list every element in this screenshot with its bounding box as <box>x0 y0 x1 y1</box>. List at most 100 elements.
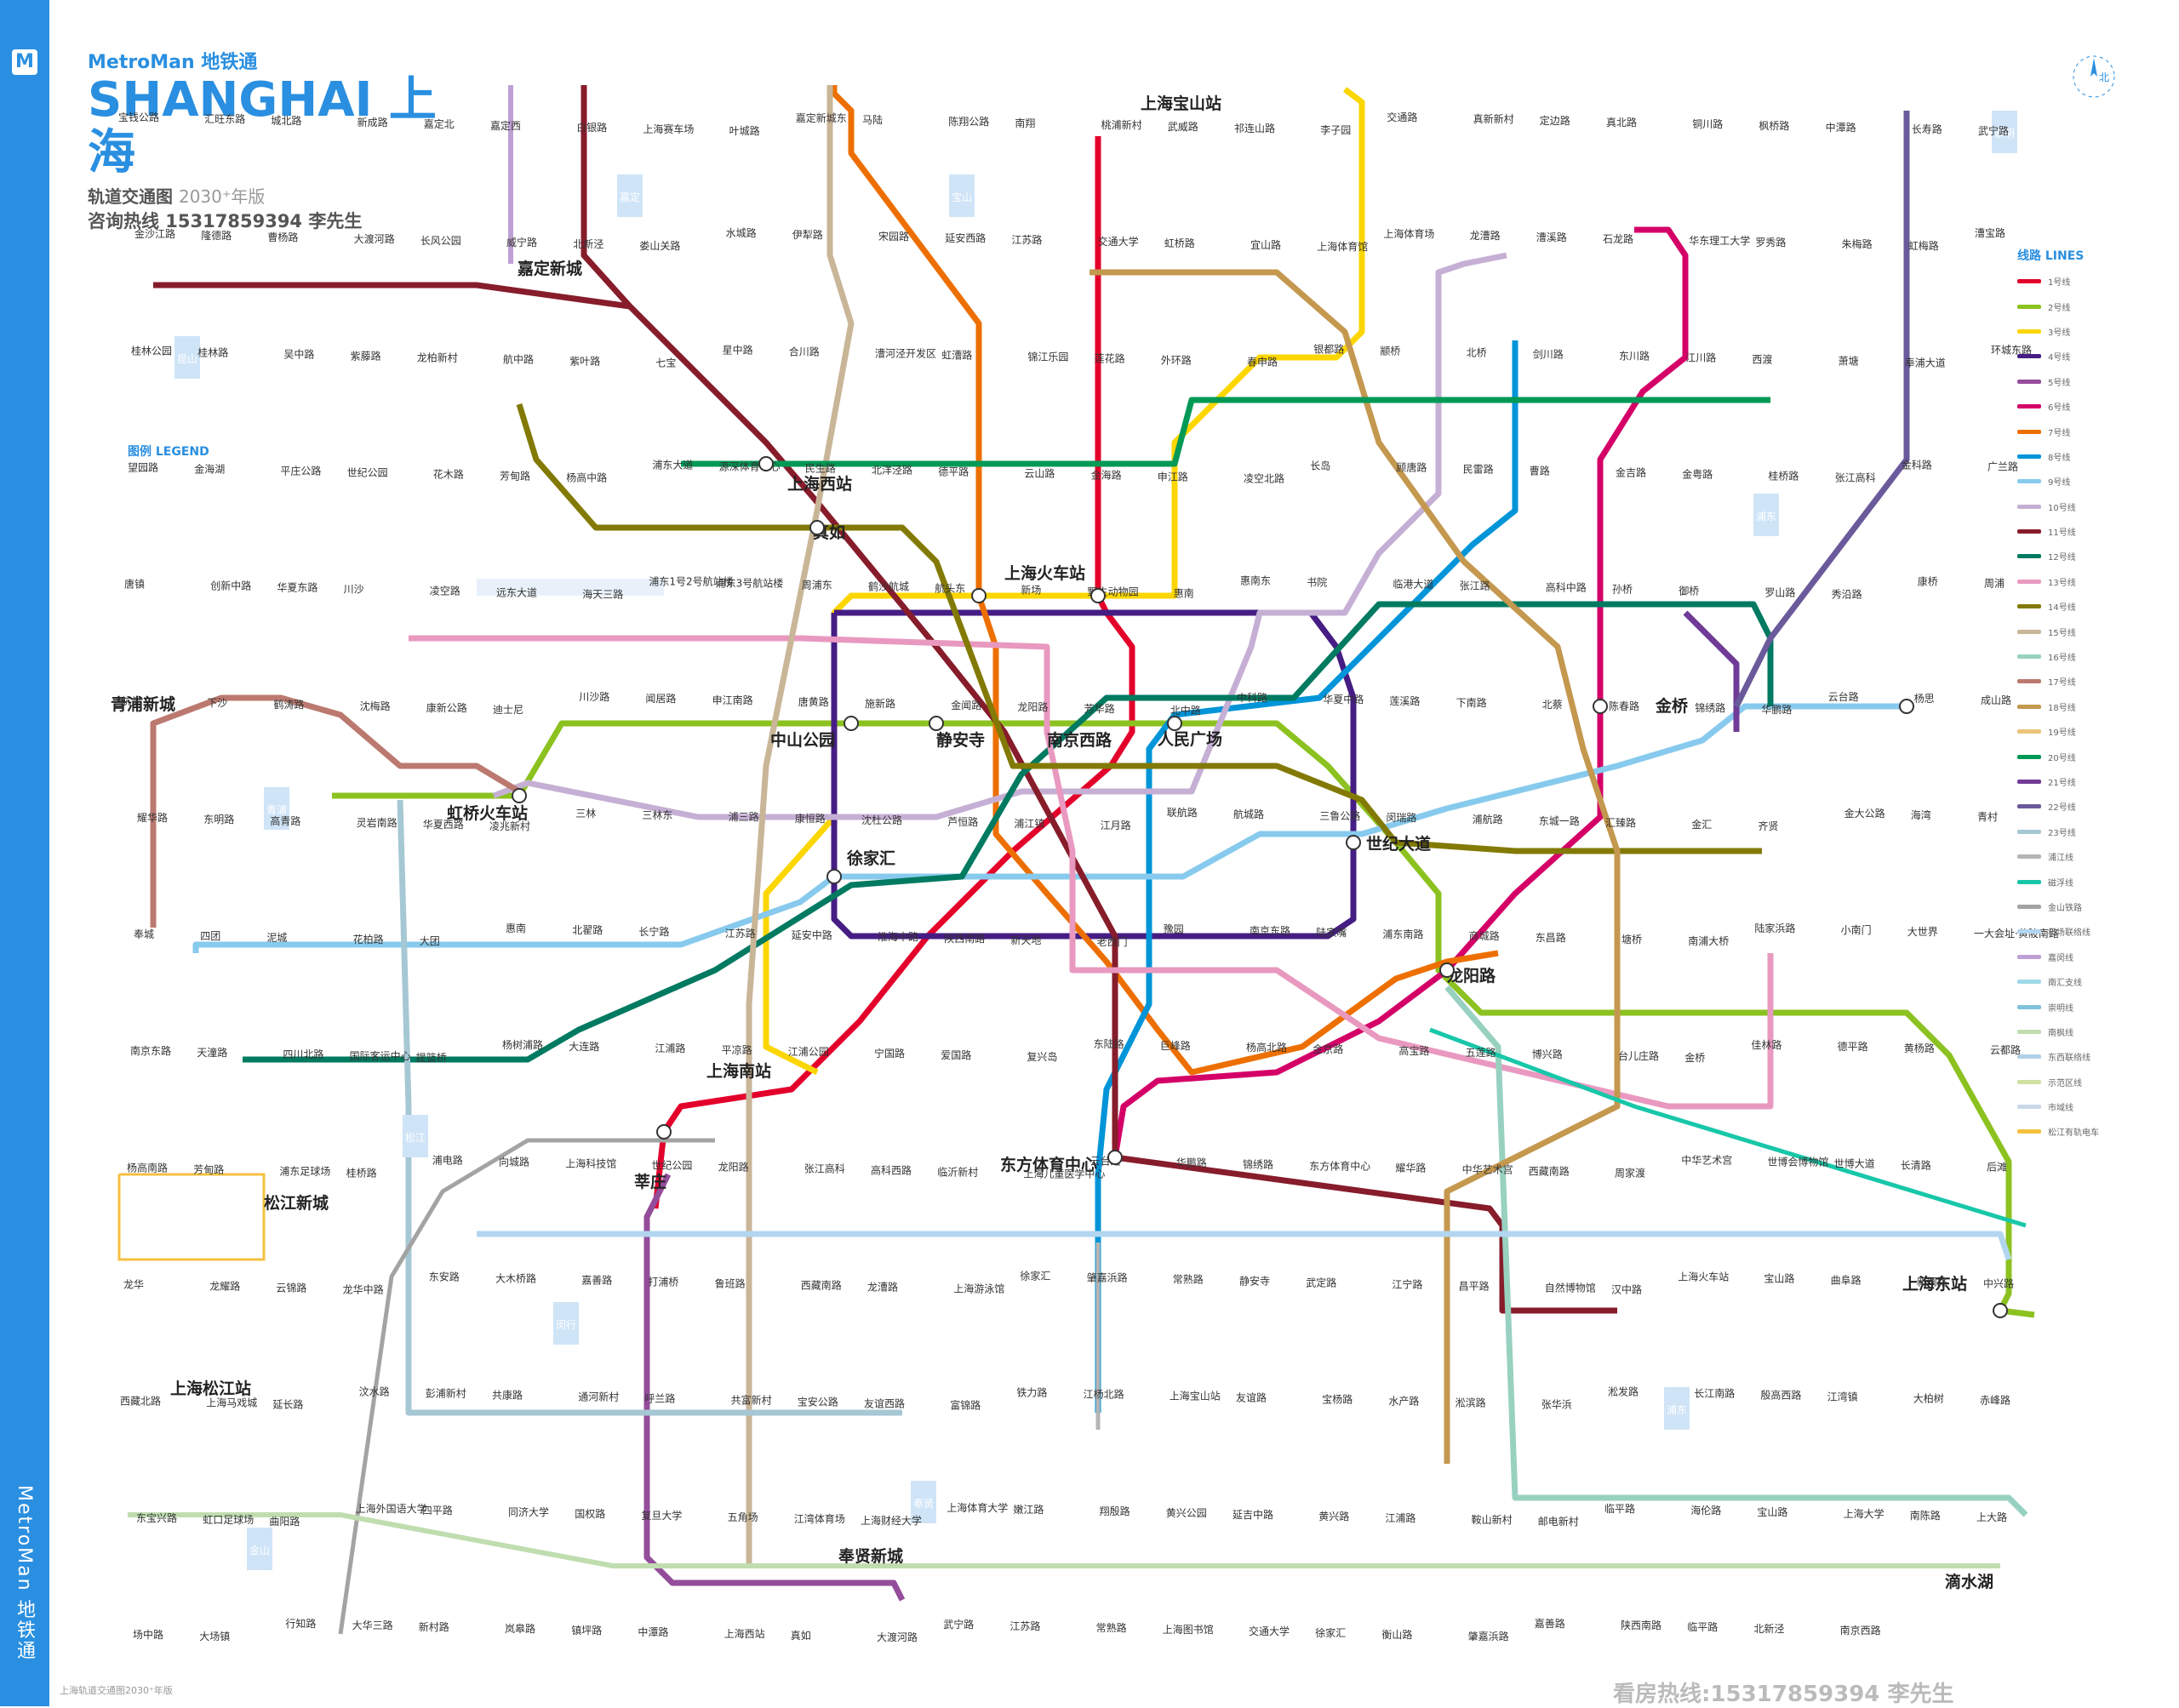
hub-shanghai-east[interactable]: 上海东站 <box>1902 1274 1967 1294</box>
station-label[interactable]: 川沙路 <box>579 690 609 703</box>
station-label[interactable]: 复旦大学 <box>641 1509 682 1522</box>
station-label[interactable]: 嘉定西 <box>490 119 521 132</box>
station-label[interactable]: 上海马戏城 <box>206 1397 257 1409</box>
station-label[interactable]: 临港大道 <box>1393 579 1433 591</box>
interchange-station-marker[interactable] <box>656 1124 672 1140</box>
station-label[interactable]: 嘉定新城东 <box>796 111 847 124</box>
airport-link-path[interactable] <box>477 1231 2012 1261</box>
station-label[interactable]: 东川路 <box>1619 349 1650 362</box>
station-label[interactable]: 常熟路 <box>1173 1273 1204 1286</box>
station-label[interactable]: 周浦 <box>1984 578 2005 590</box>
station-label[interactable]: 龙华中路 <box>343 1283 384 1296</box>
station-label[interactable]: 西渡 <box>1752 352 1772 365</box>
station-label[interactable]: 世纪公园 <box>347 466 388 478</box>
station-label[interactable]: 惠南东 <box>1240 574 1271 587</box>
station-label[interactable]: 桂林公园 <box>131 344 172 357</box>
station-label[interactable]: 大场镇 <box>199 1631 230 1642</box>
station-label[interactable]: 秀沿路 <box>1832 588 1862 601</box>
interchange-station-marker[interactable] <box>1899 699 1914 714</box>
station-label[interactable]: 中潭路 <box>638 1625 668 1638</box>
metroman-logo[interactable]: M <box>12 49 37 75</box>
station-label[interactable]: 紫藤路 <box>351 349 381 362</box>
station-label[interactable]: 浦航路 <box>1473 813 1503 825</box>
station-label[interactable]: 唐镇 <box>124 578 145 591</box>
station-label[interactable]: 陕西南路 <box>944 932 985 945</box>
station-label[interactable]: 真新新村 <box>1473 112 1514 125</box>
station-label[interactable]: 华夏西路 <box>423 818 464 831</box>
station-label[interactable]: 通河新村 <box>578 1391 619 1403</box>
station-label[interactable]: 祁连山路 <box>1234 122 1275 134</box>
station-label[interactable]: 南陈路 <box>1910 1509 1941 1522</box>
station-label[interactable]: 黄兴公园 <box>1166 1507 1207 1519</box>
station-label[interactable]: 临平路 <box>1604 1502 1635 1515</box>
station-label[interactable]: 四川北路 <box>283 1048 323 1060</box>
station-label[interactable]: 沈杜公路 <box>861 814 902 826</box>
station-label[interactable]: 东城一路 <box>1539 814 1580 827</box>
station-label[interactable]: 延吉中路 <box>1232 1508 1273 1521</box>
station-label[interactable]: 浦东南路 <box>1382 928 1423 940</box>
station-label[interactable]: 定边路 <box>1540 114 1570 127</box>
station-label[interactable]: 平凉路 <box>722 1043 752 1056</box>
station-label[interactable]: 南京东路 <box>1250 924 1290 937</box>
station-label[interactable]: 锦绣路 <box>1243 1157 1273 1170</box>
station-label[interactable]: 真如 <box>791 1629 811 1642</box>
line-8-path[interactable] <box>1095 340 1518 1413</box>
station-label[interactable]: 上海西站 <box>724 1627 765 1640</box>
station-label[interactable]: 杨高南路 <box>127 1161 168 1174</box>
station-label[interactable]: 大世界 <box>1907 926 1938 938</box>
station-label[interactable]: 上海财经大学 <box>861 1514 922 1527</box>
hub-jinqiao[interactable]: 金桥 <box>1655 696 1689 716</box>
station-label[interactable]: 龙耀路 <box>209 1280 240 1293</box>
station-label[interactable]: 金大公路 <box>1844 807 1885 820</box>
station-label[interactable]: 宝山路 <box>1764 1272 1794 1285</box>
station-label[interactable]: 平庄公路 <box>280 464 321 477</box>
interchange-station-marker[interactable] <box>1346 835 1361 850</box>
interchange-station-marker[interactable] <box>512 788 527 803</box>
station-label[interactable]: 凌兆新村 <box>489 820 530 832</box>
station-label[interactable]: 闻居路 <box>645 692 676 705</box>
interchange-station-marker[interactable] <box>826 869 842 884</box>
station-label[interactable]: 泥城 <box>266 932 287 944</box>
hub-jingan-temple[interactable]: 静安寺 <box>936 730 985 750</box>
station-label[interactable]: 桂桥路 <box>346 1166 377 1179</box>
station-label[interactable]: 吴中路 <box>283 347 314 360</box>
station-label[interactable]: 曹杨路 <box>267 231 298 243</box>
station-label[interactable]: 行知路 <box>285 1617 316 1630</box>
station-label[interactable]: 龙阳路 <box>718 1160 749 1173</box>
station-label[interactable]: 虹漕路 <box>941 348 972 361</box>
station-label[interactable]: 大连路 <box>569 1040 599 1053</box>
hub-hongqiao-railway[interactable]: 虹桥火车站 <box>447 803 528 823</box>
station-label[interactable]: 上海儿童医学中心 <box>1023 1167 1105 1180</box>
station-label[interactable]: 鹤沙航城 <box>868 580 909 593</box>
station-label[interactable]: 肇嘉浜路 <box>1087 1271 1128 1284</box>
line-15-path[interactable] <box>746 85 855 1566</box>
interchange-station-marker[interactable] <box>844 716 859 731</box>
interchange-station-marker[interactable] <box>1090 588 1106 603</box>
station-label[interactable]: 上海体育馆 <box>1317 240 1368 253</box>
station-label[interactable]: 大华三路 <box>352 1619 393 1631</box>
station-label[interactable]: 枫桥路 <box>1759 119 1789 132</box>
station-label[interactable]: 紫叶路 <box>569 354 600 367</box>
station-label[interactable]: 康新公路 <box>426 701 467 714</box>
station-label[interactable]: 民雷路 <box>1463 462 1494 475</box>
station-label[interactable]: 颛桥 <box>1380 345 1400 357</box>
line-2-path[interactable] <box>332 720 2035 1318</box>
station-label[interactable]: 白银路 <box>576 121 607 134</box>
station-label[interactable]: 交通路 <box>1387 111 1417 123</box>
station-label[interactable]: 嘉善路 <box>1535 1617 1565 1630</box>
station-label[interactable]: 上海科技馆 <box>565 1157 616 1169</box>
station-label[interactable]: 共富新村 <box>731 1394 772 1407</box>
station-label[interactable]: 金海湖 <box>194 462 225 475</box>
line-21-path[interactable] <box>1683 610 1740 732</box>
station-label[interactable]: 北新泾 <box>1753 1622 1784 1635</box>
station-label[interactable]: 共康路 <box>492 1389 523 1402</box>
station-label[interactable]: 金闻路 <box>951 699 981 711</box>
station-label[interactable]: 威宁路 <box>506 236 537 248</box>
station-label[interactable]: 金科路 <box>1902 458 1932 471</box>
station-label[interactable]: 德平路 <box>1838 1040 1868 1053</box>
station-label[interactable]: 友谊西路 <box>864 1397 905 1410</box>
station-label[interactable]: 铁力路 <box>1016 1386 1047 1399</box>
station-label[interactable]: 江川路 <box>1685 351 1716 363</box>
station-label[interactable]: 芳甸路 <box>193 1162 224 1175</box>
station-label[interactable]: 华夏中路 <box>1323 693 1364 705</box>
